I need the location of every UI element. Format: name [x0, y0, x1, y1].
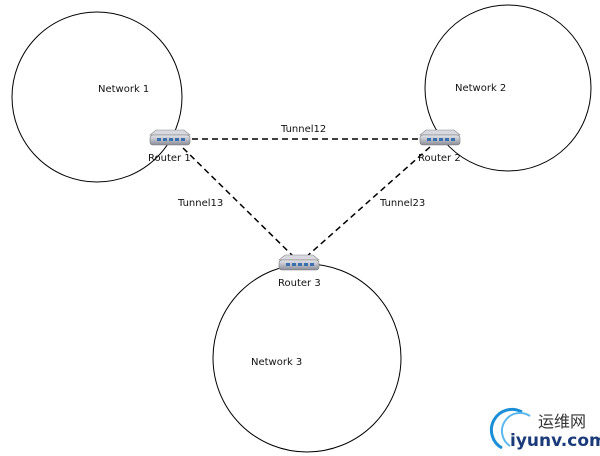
tunnel13-label: Tunnel13	[177, 198, 223, 209]
watermark-text-cn: 运维网	[538, 412, 586, 431]
router-1-label: Router 1	[148, 153, 191, 164]
network-2-label: Network 2	[455, 83, 506, 94]
tunnel12-label: Tunnel12	[280, 124, 326, 135]
router-2-icon	[419, 129, 461, 146]
router-3-label: Router 3	[278, 278, 321, 289]
network-3-label: Network 3	[251, 357, 302, 368]
tunnel23-label: Tunnel23	[379, 198, 425, 209]
network-1-label: Network 1	[98, 84, 149, 95]
router-1-icon	[149, 129, 191, 146]
watermark-logo: 运维网 iyunv.com	[489, 407, 600, 451]
tunnel13-link	[182, 147, 296, 259]
network-3-circle	[212, 263, 402, 453]
network-2-circle	[424, 4, 592, 172]
router-2-label: Router 2	[418, 153, 461, 164]
network-1-circle	[11, 11, 183, 183]
tunnel23-link	[304, 146, 431, 259]
router-3-icon	[278, 254, 320, 271]
watermark-text-en: iyunv.com	[510, 431, 600, 451]
